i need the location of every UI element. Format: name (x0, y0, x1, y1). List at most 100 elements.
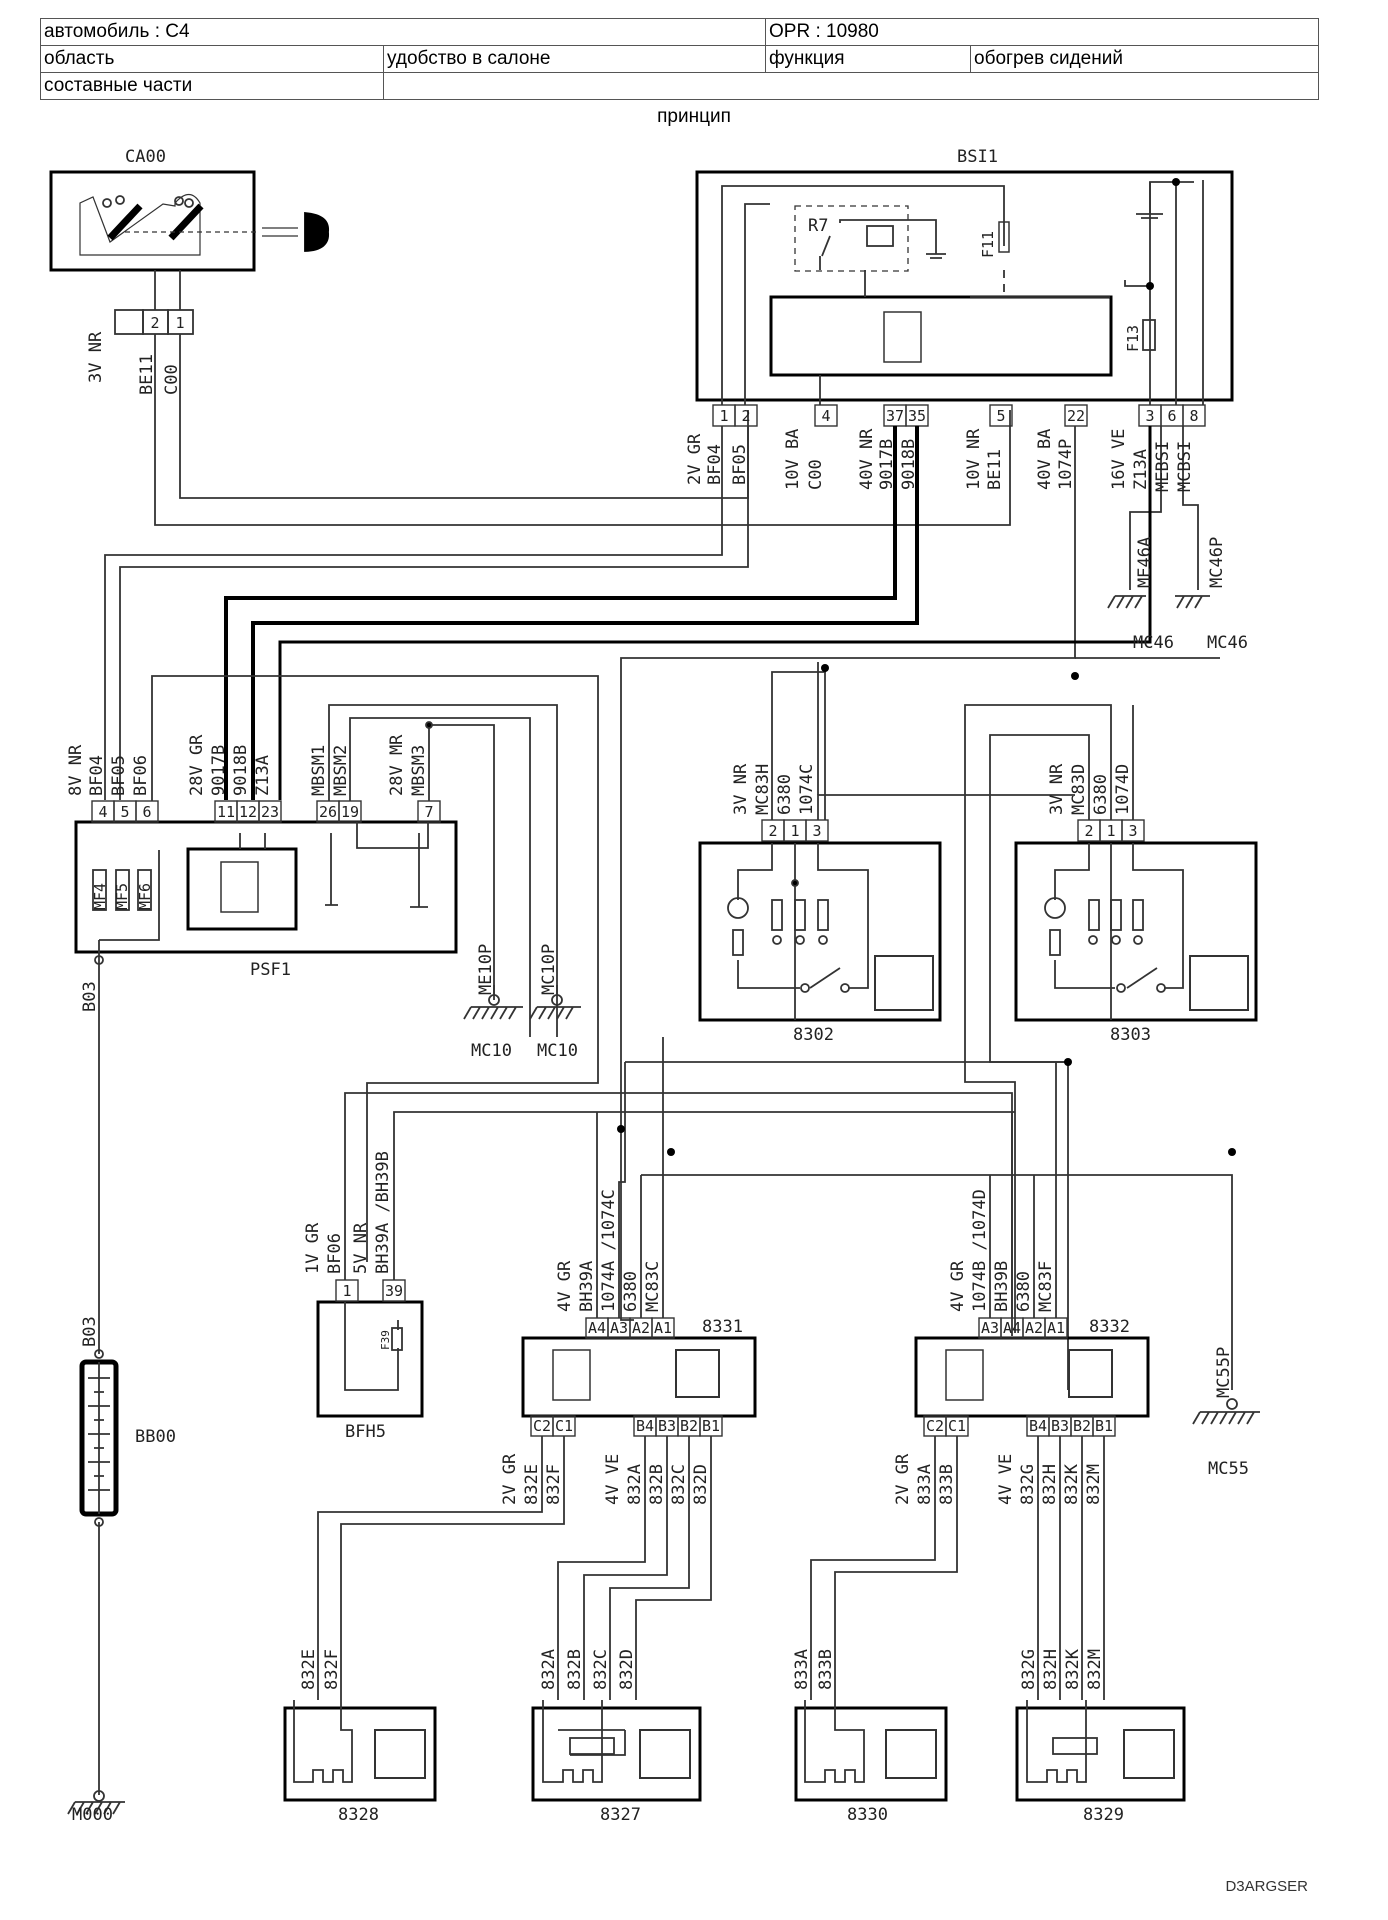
wire-o8332-c1: 2V GR (893, 1453, 913, 1505)
label-bb00: BB00 (135, 1427, 176, 1447)
wire-o8332-832g: 832G (1018, 1464, 1038, 1505)
label-f39: F39 (379, 1330, 392, 1350)
label-psf1: PSF1 (250, 960, 291, 980)
wire-psf-z13a: Z13A (253, 755, 273, 796)
label-mf5: MF5 (113, 883, 131, 910)
pin-psf-11: 11 (217, 803, 235, 821)
wire-o8331-832d: 832D (691, 1464, 711, 1505)
wire-8330-833b: 833B (816, 1649, 836, 1690)
wire-me46a: ME46A (1135, 537, 1155, 588)
pin-bsi-2: 2 (741, 407, 750, 425)
wire-8329-832h: 832H (1041, 1649, 1061, 1690)
wire-8303-6380: 6380 (1091, 774, 1111, 815)
pin-8331-a2: A2 (632, 1319, 650, 1337)
wire-bsi-9017b: 9017B (877, 439, 897, 490)
label-mf6: MF6 (136, 883, 154, 910)
label-r7: R7 (808, 216, 828, 236)
wire-8332-1074: 1074B /1074D (970, 1189, 990, 1312)
bsi1-box (695, 170, 1234, 402)
switch-8303-box (1014, 841, 1258, 1022)
pin-ca00-1: 1 (175, 314, 184, 332)
heater-8330-box (794, 1706, 948, 1802)
wire-bsi-mcbsi: MCBSI (1175, 441, 1195, 492)
wire-me10p: ME10P (476, 944, 496, 995)
pin-8302-1: 1 (790, 822, 799, 840)
wire-ca00-conn: 3V NR (86, 331, 106, 383)
label-bfh5: BFH5 (345, 1422, 386, 1442)
parts-label-cell: составные части (40, 72, 384, 100)
label-f11: F11 (979, 231, 997, 258)
pin-ca00-2: 2 (150, 314, 159, 332)
wire-8332-bh39b: BH39B (992, 1261, 1012, 1312)
pin-bfh5-39: 39 (385, 1282, 403, 1300)
pin-8303-1: 1 (1106, 822, 1115, 840)
label-8331: 8331 (702, 1317, 743, 1337)
pin-8331-b2: B2 (680, 1417, 698, 1435)
pin-8332-c2: C2 (926, 1417, 944, 1435)
wire-bsi-c5: 40V BA (1035, 429, 1055, 490)
wire-bfh5-c2: 5V NR (351, 1222, 371, 1274)
wire-b03-top: B03 (80, 981, 100, 1012)
wire-o8331-c1: 2V GR (500, 1453, 520, 1505)
pin-bsi-1: 1 (719, 407, 728, 425)
bfh5-box (316, 1300, 424, 1418)
pin-psf-26: 26 (319, 803, 337, 821)
label-8332: 8332 (1089, 1317, 1130, 1337)
label-8329: 8329 (1083, 1805, 1124, 1825)
wire-8332-c: 4V GR (948, 1260, 968, 1312)
wire-bsi-c4: 10V NR (964, 428, 984, 490)
wire-psf-mbsm2: MBSM2 (331, 745, 351, 796)
pin-psf-12: 12 (239, 803, 257, 821)
pin-8332-a3: A3 (981, 1319, 999, 1337)
label-mc46a: MC46 (1133, 633, 1174, 653)
pin-psf-4: 4 (98, 803, 107, 821)
pin-8302-3: 3 (812, 822, 821, 840)
wire-8332-mc83f: MC83F (1036, 1261, 1056, 1312)
pin-8332-b1: B1 (1095, 1417, 1113, 1435)
wire-o8331-832c: 832C (669, 1464, 689, 1505)
pin-8331-b4: B4 (636, 1417, 654, 1435)
wire-bsi-mebsi: MEBSI (1153, 441, 1173, 492)
wire-o8332-833b: 833B (937, 1464, 957, 1505)
opr-cell: OPR : 10980 (765, 18, 1319, 46)
pin-8332-b2: B2 (1073, 1417, 1091, 1435)
wire-psf-bf06: BF06 (131, 755, 151, 796)
wire-bsi-9018b: 9018B (899, 439, 919, 490)
pin-8332-a2: A2 (1025, 1319, 1043, 1337)
wire-8327-832d: 832D (617, 1649, 637, 1690)
wire-mc55p: MC55P (1214, 1347, 1234, 1398)
wire-8331-mc83c: MC83C (643, 1261, 663, 1312)
wire-8331-1074: 1074A /1074C (599, 1189, 619, 1312)
wire-8302-1074c: 1074C (797, 764, 817, 815)
wire-mc10p: MC10P (539, 944, 559, 995)
wire-8332-6380: 6380 (1014, 1271, 1034, 1312)
pin-8303-3: 3 (1128, 822, 1137, 840)
wire-o8332-832m: 832M (1084, 1464, 1104, 1505)
wire-o8332-833a: 833A (915, 1464, 935, 1505)
heater-8329-box (1015, 1706, 1186, 1802)
wire-o8331-c2: 4V VE (603, 1454, 623, 1505)
pin-8332-a4: A4 (1003, 1319, 1021, 1337)
wire-bsi-bf05: BF05 (730, 444, 750, 485)
heater-8327-box (531, 1706, 702, 1802)
wire-8328-832f: 832F (322, 1649, 342, 1690)
wire-ca00-be11: BE11 (137, 354, 157, 395)
area-value-cell: удобство в салоне (383, 45, 766, 73)
wire-8329-832g: 832G (1019, 1649, 1039, 1690)
pin-8331-a1: A1 (654, 1319, 672, 1337)
label-m000: M000 (72, 1805, 113, 1825)
wire-psf-c3: 28V MR (387, 734, 407, 796)
function-value-cell: обогрев сидений (970, 45, 1319, 73)
pin-8332-c1: C1 (948, 1417, 966, 1435)
wire-8327-832b: 832B (565, 1649, 585, 1690)
label-8302: 8302 (793, 1025, 834, 1045)
header-table: автомобиль : C4 OPR : 10980 область удоб… (40, 18, 1319, 100)
wire-bsi-bf04: BF04 (705, 444, 725, 485)
wire-mc46p: MC46P (1207, 537, 1227, 588)
wire-8330-833a: 833A (792, 1649, 812, 1690)
label-8327: 8327 (600, 1805, 641, 1825)
pin-8302-2: 2 (768, 822, 777, 840)
pin-bsi-37: 37 (886, 407, 904, 425)
wire-8327-832a: 832A (539, 1649, 559, 1690)
pin-8331-b1: B1 (702, 1417, 720, 1435)
